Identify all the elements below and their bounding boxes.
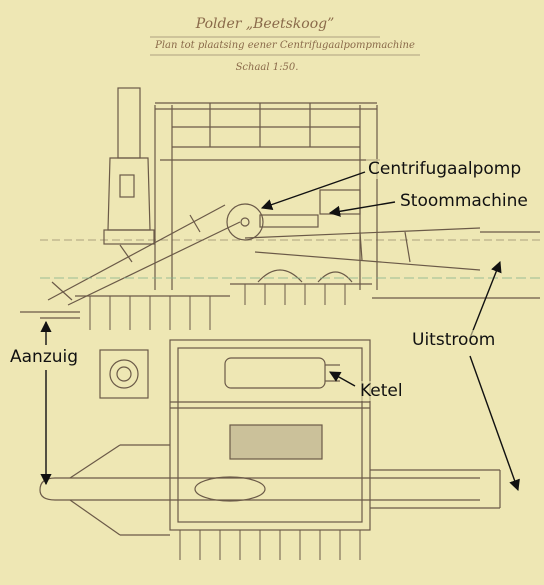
plan-view bbox=[39, 339, 501, 560]
main-pipe-plan bbox=[39, 469, 501, 509]
piles bbox=[89, 284, 346, 330]
label-ketel: Ketel bbox=[358, 381, 405, 401]
arrow-stoommachine bbox=[328, 201, 396, 217]
plan-building bbox=[169, 339, 371, 531]
drawing-scale: Schaal 1:50. bbox=[235, 62, 299, 73]
header-rules bbox=[150, 36, 420, 56]
drawing-subtitle: Plan tot plaatsing eener Centrifugaalpom… bbox=[155, 40, 415, 51]
pump-wheel bbox=[226, 203, 264, 241]
chimney bbox=[103, 87, 155, 245]
plan-piles bbox=[179, 530, 361, 560]
label-centrifugaalpomp: Centrifugaalpomp bbox=[366, 159, 524, 179]
label-aanzuig: Aanzuig bbox=[8, 347, 81, 367]
arrow-centrifugaalpomp bbox=[260, 171, 366, 210]
arrow-uitstroom-bottom bbox=[469, 355, 520, 492]
drawing-title: Polder „Beetskoog” bbox=[195, 16, 335, 32]
label-stoommachine: Stoommachine bbox=[398, 191, 530, 211]
arrow-uitstroom-top bbox=[469, 260, 502, 339]
arrow-ketel bbox=[329, 371, 356, 387]
label-uitstroom: Uitstroom bbox=[410, 330, 498, 350]
wing-walls bbox=[69, 444, 480, 536]
outlet-pipe bbox=[244, 227, 481, 271]
annotation-arrows bbox=[40, 171, 520, 492]
engine-block bbox=[259, 214, 319, 228]
ground bbox=[20, 231, 540, 319]
engine-plan bbox=[229, 424, 323, 460]
chimney-plan bbox=[99, 349, 149, 399]
section-view bbox=[20, 87, 540, 330]
boiler bbox=[224, 357, 326, 389]
pump-house bbox=[154, 102, 380, 290]
suction-pipe bbox=[47, 204, 241, 306]
